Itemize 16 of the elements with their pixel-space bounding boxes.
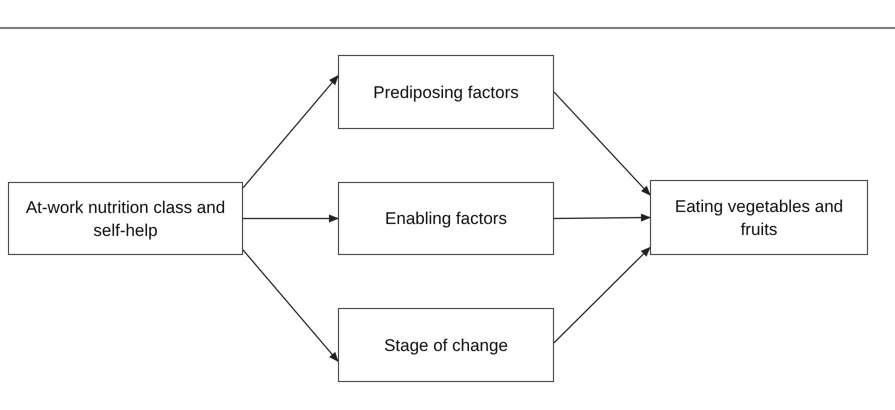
box-label: Enabling factors xyxy=(385,208,507,230)
arrow xyxy=(243,214,339,222)
process-box xyxy=(338,55,554,129)
arrow xyxy=(554,214,651,222)
process-box xyxy=(338,308,554,382)
process-box xyxy=(338,182,554,255)
box-label: Eating vegetables and fruits xyxy=(674,196,844,240)
box-label: Stage of change xyxy=(384,334,508,356)
process-box xyxy=(8,182,243,255)
arrow xyxy=(554,92,651,196)
arrow xyxy=(554,246,651,344)
arrow xyxy=(242,250,339,362)
process-box xyxy=(650,180,868,255)
box-label: Prediposing factors xyxy=(373,82,519,104)
arrow xyxy=(242,74,339,188)
box-label: At-work nutrition class and self-help xyxy=(24,196,226,242)
